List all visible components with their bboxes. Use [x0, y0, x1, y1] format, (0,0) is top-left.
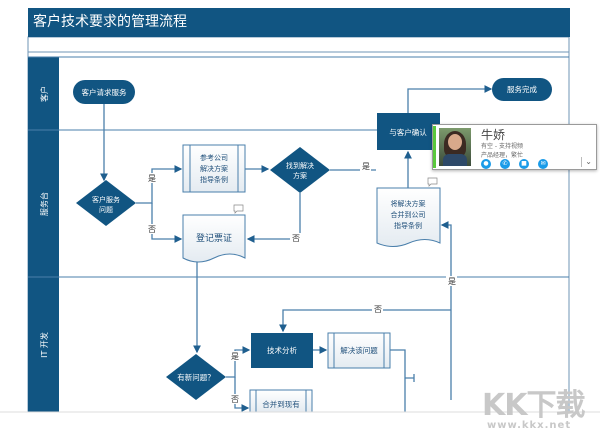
svg-text:指导条例: 指导条例	[394, 221, 422, 230]
contact-name: 牛娇	[481, 128, 506, 142]
reference-guidelines-subprocess[interactable]: 参考公司 解决方案 指导条例	[182, 144, 246, 193]
chevron-down-icon[interactable]: ⌄	[585, 157, 592, 166]
svg-text:合并到公司: 合并到公司	[391, 210, 426, 219]
no-label: 否	[292, 234, 300, 243]
no-label: 否	[148, 225, 156, 234]
svg-text:登记票证: 登记票证	[196, 233, 232, 244]
svg-text:客户服务: 客户服务	[92, 195, 120, 204]
service-question-decision[interactable]: 客户服务 问题	[76, 180, 136, 226]
im-icon[interactable]: ●	[481, 159, 491, 169]
no-label: 否	[231, 395, 239, 404]
avatar	[439, 128, 471, 166]
merge-existing-subprocess[interactable]: 合并到现有	[249, 389, 313, 413]
yes-label: 是	[231, 352, 239, 361]
start-node[interactable]: 客户请求服务	[73, 80, 135, 104]
contact-card[interactable]: 牛娇 有空 - 支持视频 产品经理，繁忙 ● ✆ ■ ✉ ⌄	[432, 124, 597, 170]
yes-label: 是	[448, 277, 456, 286]
lane-label-service-desk: 服务台	[39, 192, 49, 216]
yes-label: 是	[148, 174, 156, 183]
merge-guidelines-document[interactable]: 将解决方案 合并到公司 指导条例	[376, 177, 441, 247]
confirm-with-customer-process[interactable]: 与客户确认	[377, 113, 440, 150]
contact-status: 有空 - 支持视频	[481, 143, 523, 150]
svg-text:找到解决: 找到解决	[286, 161, 314, 170]
presence-indicator	[433, 126, 436, 168]
svg-text:客户请求服务: 客户请求服务	[82, 87, 127, 97]
solve-issue-subprocess[interactable]: 解决该问题	[327, 332, 391, 369]
svg-text:解决方案: 解决方案	[200, 164, 228, 173]
svg-text:指导条例: 指导条例	[200, 175, 228, 184]
divider	[581, 157, 582, 167]
video-icon[interactable]: ■	[519, 159, 529, 169]
svg-text:合并到现有: 合并到现有	[262, 399, 300, 409]
svg-text:有新问题？: 有新问题？	[177, 372, 215, 382]
watermark-url: www.kkx.net	[487, 420, 572, 431]
svg-text:服务完成: 服务完成	[507, 84, 537, 94]
lane-label-it-dev: IT 开发	[39, 332, 49, 358]
end-node[interactable]: 服务完成	[492, 78, 552, 101]
lane-label-customer: 客户	[39, 86, 49, 102]
svg-text:问题: 问题	[99, 206, 113, 214]
svg-text:技术分析: 技术分析	[267, 345, 297, 355]
svg-text:与客户确认: 与客户确认	[389, 127, 427, 137]
contact-role: 产品经理，繁忙	[481, 152, 524, 159]
lane-header-column	[28, 57, 59, 412]
solution-found-decision[interactable]: 找到解决 方案	[270, 147, 330, 193]
svg-text:将解决方案: 将解决方案	[391, 199, 426, 208]
no-label: 否	[374, 305, 382, 314]
svg-text:参考公司: 参考公司	[200, 153, 228, 162]
mail-icon[interactable]: ✉	[538, 159, 548, 169]
tech-analysis-process[interactable]: 技术分析	[251, 333, 313, 368]
new-issue-decision[interactable]: 有新问题？	[166, 354, 226, 400]
watermark-logo: KK下载	[482, 388, 585, 423]
register-ticket-document[interactable]: 登记票证	[182, 204, 246, 263]
phone-icon[interactable]: ✆	[500, 159, 510, 169]
svg-text:解决该问题: 解决该问题	[340, 345, 378, 355]
yes-label: 是	[362, 162, 370, 171]
svg-text:方案: 方案	[293, 171, 307, 180]
diagram-title: 客户技术要求的管理流程	[28, 8, 570, 37]
